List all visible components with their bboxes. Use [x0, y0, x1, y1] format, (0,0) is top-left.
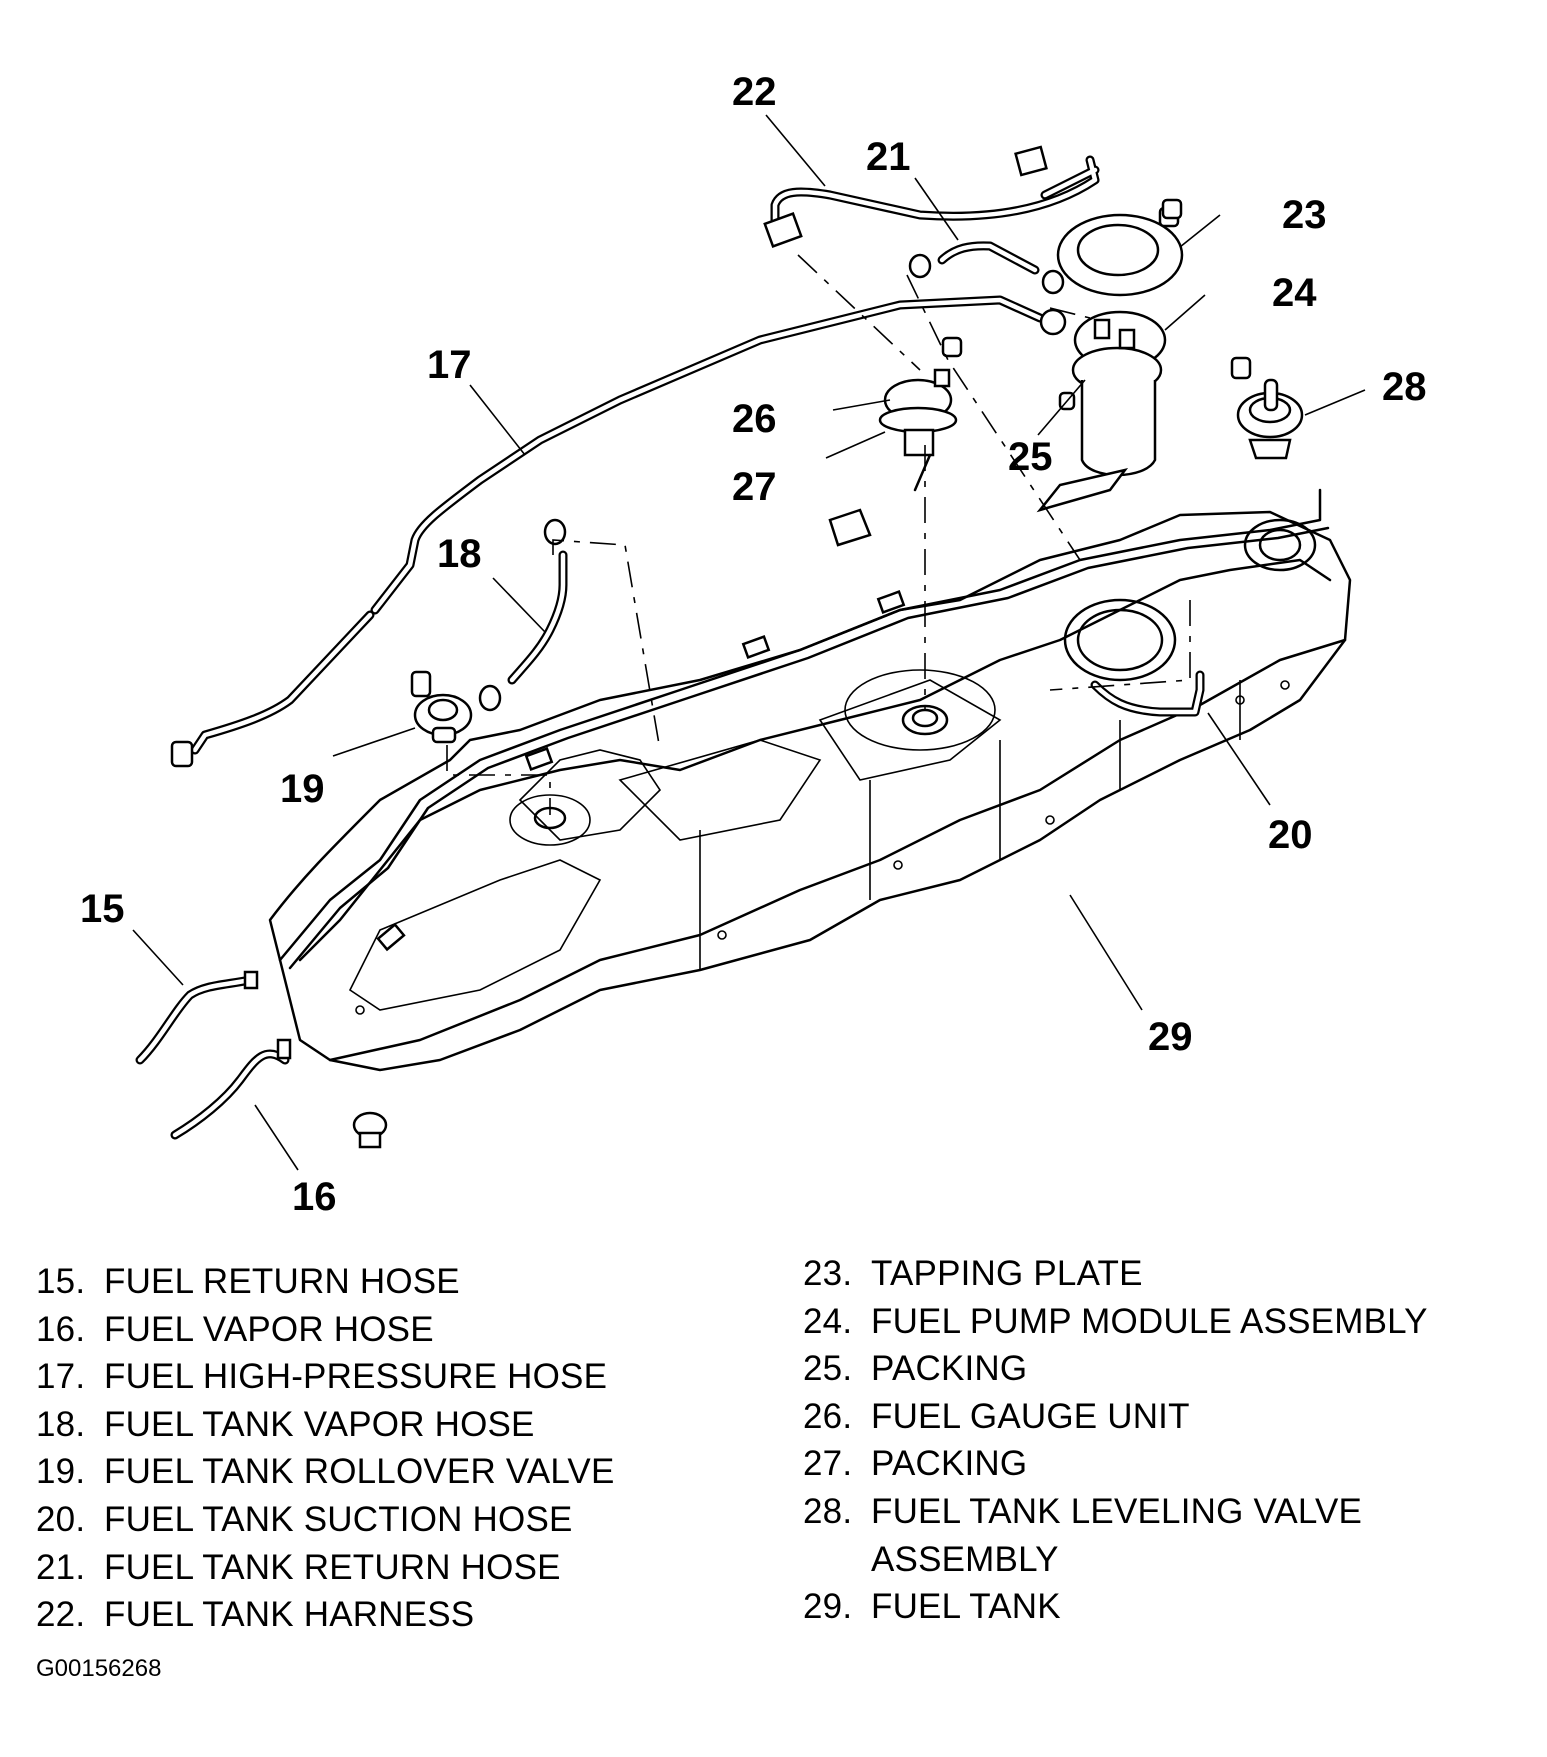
callout-18: 18: [437, 532, 482, 576]
legend-label: FUEL TANK LEVELING VALVE: [871, 1491, 1363, 1531]
legend-item-16: 16. FUEL VAPOR HOSE: [36, 1306, 615, 1354]
parts-legend-left: 15. FUEL RETURN HOSE 16. FUEL VAPOR HOSE 1…: [36, 1258, 615, 1639]
legend-item-20: 20. FUEL TANK SUCTION HOSE: [36, 1496, 615, 1544]
legend-item-26: 26. FUEL GAUGE UNIT: [803, 1393, 1428, 1441]
legend-number: 17.: [36, 1357, 86, 1397]
fuel-high-pressure-hose-part: [170, 295, 1067, 768]
alignment-lines: [446, 254, 1191, 815]
fuel-vapor-hose-part: [170, 1038, 292, 1140]
fuel-tank-rollover-valve-part: [410, 670, 473, 744]
callout-17: 17: [427, 343, 472, 387]
legend-label: PACKING: [871, 1349, 1028, 1389]
fuel-tank-vapor-hose-part: [478, 518, 568, 712]
legend-label: FUEL TANK HARNESS: [104, 1595, 475, 1635]
legend-label: FUEL PUMP MODULE ASSEMBLY: [871, 1301, 1428, 1341]
legend-label: FUEL VAPOR HOSE: [104, 1309, 434, 1349]
legend-label: PACKING: [871, 1444, 1028, 1484]
legend-number: 18.: [36, 1404, 86, 1444]
callout-26: 26: [732, 397, 777, 441]
callout-21: 21: [866, 135, 911, 179]
legend-item-24: 24. FUEL PUMP MODULE ASSEMBLY: [803, 1298, 1428, 1346]
tapping-plate-part: [1056, 206, 1184, 297]
callout-29: 29: [1148, 1015, 1193, 1059]
legend-item-15: 15. FUEL RETURN HOSE: [36, 1258, 615, 1306]
fuel-return-hose-part: [135, 970, 259, 1065]
callout-23: 23: [1282, 193, 1327, 237]
legend-number: 23.: [803, 1254, 853, 1293]
legend-item-23: 23. TAPPING PLATE: [803, 1250, 1428, 1298]
callout-20: 20: [1268, 813, 1313, 857]
fuel-tank-part: [268, 488, 1352, 1072]
callout-16: 16: [292, 1175, 337, 1219]
legend-item-19: 19. FUEL TANK ROLLOVER VALVE: [36, 1448, 615, 1496]
legend-item-17: 17. FUEL HIGH-PRESSURE HOSE: [36, 1353, 615, 1401]
fuel-tank-suction-hose-part: [1090, 670, 1205, 717]
legend-label: FUEL TANK ROLLOVER VALVE: [104, 1452, 615, 1492]
legend-number: 28.: [803, 1491, 853, 1531]
legend-item-22: 22. FUEL TANK HARNESS: [36, 1591, 615, 1639]
legend-item-29: 29. FUEL TANK: [803, 1583, 1428, 1631]
legend-label: TAPPING PLATE: [871, 1254, 1143, 1293]
callout-19: 19: [280, 767, 325, 811]
parts-legend-right: 23. TAPPING PLATE 24. FUEL PUMP MODULE ASS…: [803, 1250, 1428, 1631]
drain-bushing-part: [352, 1111, 388, 1149]
legend-number: 21.: [36, 1547, 86, 1587]
legend-label: FUEL HIGH-PRESSURE HOSE: [104, 1357, 608, 1397]
legend-label: FUEL TANK SUCTION HOSE: [104, 1499, 573, 1539]
legend-number: 24.: [803, 1301, 853, 1341]
callout-15: 15: [80, 887, 125, 931]
fuel-tank-harness-part: [763, 145, 1100, 249]
legend-item-27: 27. PACKING: [803, 1440, 1428, 1488]
fuel-pump-module-part: [1036, 310, 1167, 513]
legend-number: 20.: [36, 1499, 86, 1539]
legend-item-18: 18. FUEL TANK VAPOR HOSE: [36, 1401, 615, 1449]
fuel-gauge-unit-part: [828, 368, 958, 547]
legend-label: FUEL TANK RETURN HOSE: [104, 1547, 561, 1587]
legend-number: 27.: [803, 1444, 853, 1484]
legend-number: 29.: [803, 1587, 853, 1627]
leader-lines: [132, 114, 1366, 1171]
callout-22: 22: [732, 70, 777, 114]
legend-label: FUEL TANK VAPOR HOSE: [104, 1404, 535, 1444]
legend-number: 15.: [36, 1262, 86, 1301]
legend-label: FUEL GAUGE UNIT: [871, 1396, 1190, 1436]
legend-label: FUEL TANK: [871, 1587, 1061, 1627]
legend-number: 19.: [36, 1452, 86, 1492]
legend-number: 16.: [36, 1309, 86, 1349]
callout-24: 24: [1272, 271, 1317, 315]
callout-28: 28: [1382, 365, 1427, 409]
callout-27: 27: [732, 465, 777, 509]
fuel-tank-leveling-valve-part: [1230, 356, 1304, 460]
legend-number: 25.: [803, 1349, 853, 1389]
fuel-tank-exploded-diagram: 15 16 17 18 19 20 21 22 23 24 25 26 27 2…: [80, 70, 1427, 1219]
legend-item-21: 21. FUEL TANK RETURN HOSE: [36, 1544, 615, 1592]
legend-item-28: 28. FUEL TANK LEVELING VALVE: [803, 1488, 1428, 1536]
legend-number: 22.: [36, 1595, 86, 1635]
legend-label: ASSEMBLY: [871, 1539, 1059, 1579]
legend-number: 26.: [803, 1396, 853, 1436]
callout-25: 25: [1008, 435, 1053, 479]
fuel-tank-return-hose-part: [908, 241, 1065, 295]
figure-id: G00156268: [36, 1655, 162, 1682]
legend-item-25: 25. PACKING: [803, 1345, 1428, 1393]
legend-item-28-continuation: ASSEMBLY: [803, 1536, 1428, 1584]
legend-label: FUEL RETURN HOSE: [104, 1262, 460, 1301]
